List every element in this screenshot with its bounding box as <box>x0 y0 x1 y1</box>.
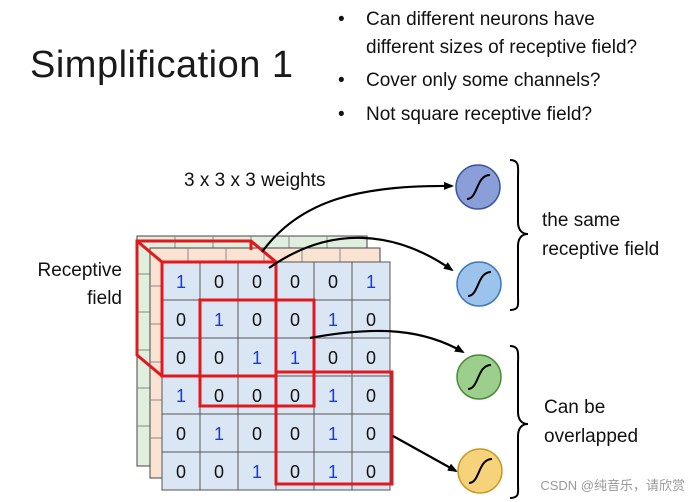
grid-cell-value: 1 <box>176 272 186 292</box>
grid-cell-value: 0 <box>366 310 376 330</box>
overlap-label-line: overlapped <box>544 426 639 447</box>
weights-label: 3 x 3 x 3 weights <box>184 170 326 191</box>
arrow-to-neuron-1 <box>261 181 454 253</box>
grid-cell-value: 1 <box>366 272 376 292</box>
grid-cell-value: 0 <box>176 462 186 482</box>
grid-cell-value: 0 <box>214 462 224 482</box>
grid-cell-value: 0 <box>214 272 224 292</box>
grid-cell <box>351 451 391 491</box>
bullet-text: Cover only some channels? <box>366 70 601 91</box>
grid-cell-value: 0 <box>290 272 300 292</box>
grid-cell-value: 0 <box>290 424 300 444</box>
neuron-1 <box>455 164 501 210</box>
grid-cell-value: 0 <box>366 348 376 368</box>
grid-cell-value: 1 <box>328 462 338 482</box>
grid-cell-value: 0 <box>290 386 300 406</box>
grid-cell-value: 0 <box>252 272 262 292</box>
bullet-dot: • <box>338 70 345 91</box>
grid-cell-value: 1 <box>214 310 224 330</box>
receptive-field-label: Receptive field <box>26 257 123 313</box>
bullet-list: • Can different neurons have different s… <box>338 6 693 134</box>
grid-cell-value: 0 <box>214 386 224 406</box>
grid-cell-value: 0 <box>252 310 262 330</box>
grid-cell-value: 1 <box>214 424 224 444</box>
grid-cell-value: 0 <box>252 386 262 406</box>
neuron-2 <box>456 261 502 307</box>
grid-cell-value: 0 <box>176 310 186 330</box>
same-label-line: the same <box>542 210 621 231</box>
receptive-field-cube-edge <box>136 239 163 264</box>
grid-cell-value: 0 <box>328 272 338 292</box>
bullet-dot: • <box>338 9 345 30</box>
grid-cell-value: 1 <box>176 386 186 406</box>
page-title: Simplification 1 <box>30 44 294 86</box>
sigmoid-icon <box>467 271 492 297</box>
grid-cell-value: 0 <box>214 348 224 368</box>
overlap-label: Can be overlapped <box>544 393 638 451</box>
bullet-text: Not square receptive field? <box>366 104 593 125</box>
same-label-line: receptive field <box>542 239 660 260</box>
grid-cell-value: 1 <box>328 386 338 406</box>
grid-cell-value: 1 <box>252 348 262 368</box>
grid-cell-value: 0 <box>176 424 186 444</box>
grid-cell-value: 0 <box>328 348 338 368</box>
sigmoid-icon <box>466 174 491 200</box>
watermark: CSDN @纯音乐，请欣赏 <box>540 478 685 493</box>
sigmoid-icon <box>467 364 492 390</box>
receptive-field-frame-2 <box>198 298 316 408</box>
arrow-to-neuron-2 <box>268 236 454 272</box>
receptive-field-frame-3 <box>274 370 394 486</box>
grid-cell-value: 1 <box>252 462 262 482</box>
receptive-label-line: Receptive <box>37 260 123 281</box>
grid-cell-value: 0 <box>290 462 300 482</box>
overlap-label-line: Can be <box>544 397 606 418</box>
bullet-item: • Not square receptive field? <box>338 101 693 129</box>
grid-cell-value: 1 <box>328 310 338 330</box>
bullet-dot: • <box>338 104 345 125</box>
bullet-item: • Cover only some channels? <box>338 67 693 95</box>
brace-same-field <box>509 159 529 311</box>
grid-cell-value: 1 <box>328 424 338 444</box>
receptive-field-frame-1 <box>160 260 278 378</box>
sigmoid-icon <box>468 458 493 484</box>
bullet-text: different sizes of receptive field? <box>366 37 638 58</box>
brace-overlap <box>509 345 529 499</box>
grid-cell-value: 0 <box>252 424 262 444</box>
receptive-label-line: field <box>87 288 122 309</box>
arrow-to-neuron-4 <box>392 435 458 472</box>
grid-cell-value: 0 <box>176 348 186 368</box>
arrow-to-neuron-3 <box>309 329 465 354</box>
grid-cell-value: 0 <box>366 462 376 482</box>
same-field-label: the same receptive field <box>542 206 659 264</box>
grid-cell-value: 0 <box>290 310 300 330</box>
neuron-4 <box>457 448 503 494</box>
grid-cell-value: 0 <box>366 386 376 406</box>
bullet-text: Can different neurons have <box>366 9 595 30</box>
bullet-item: • Can different neurons have different s… <box>338 6 693 62</box>
grid-cell-value: 0 <box>366 424 376 444</box>
grid-cell-value: 1 <box>290 348 300 368</box>
neuron-3 <box>456 354 502 400</box>
